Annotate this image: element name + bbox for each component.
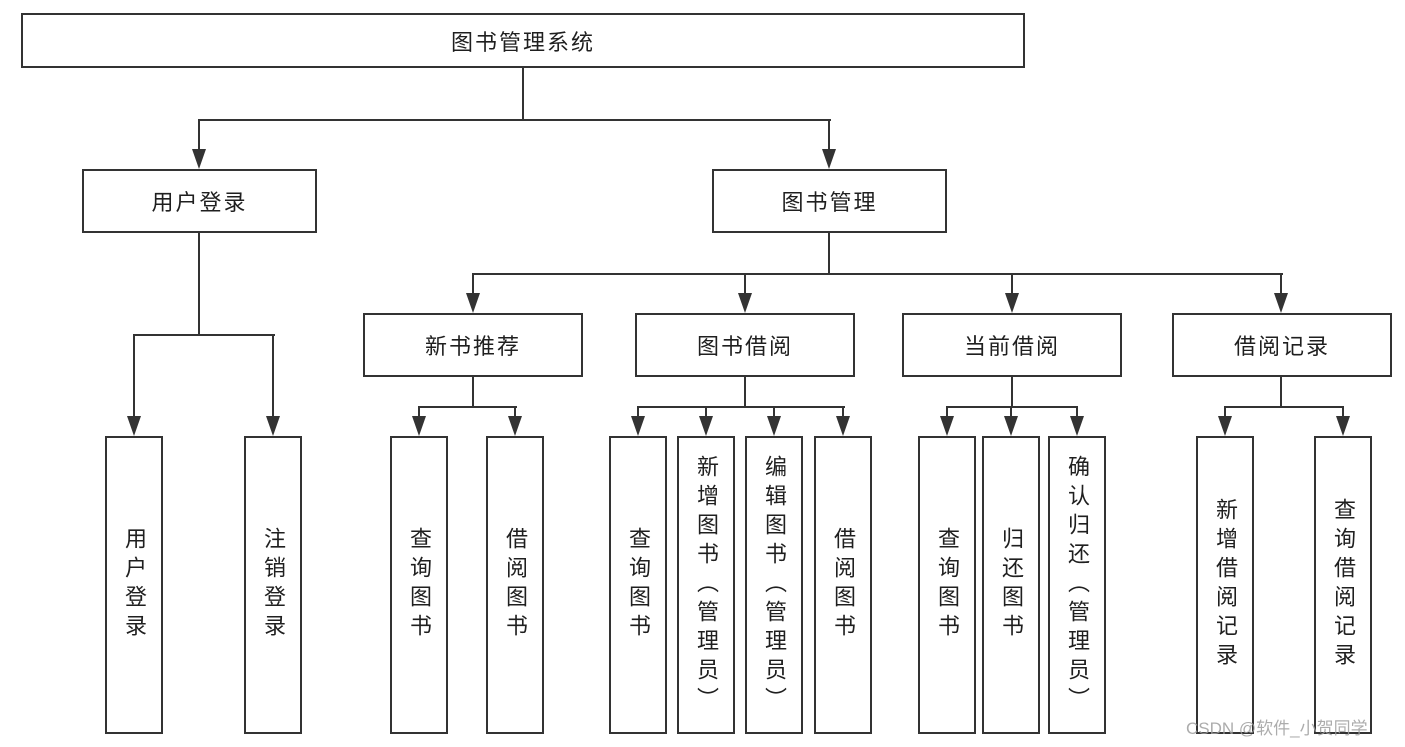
leaf-query-books-current: 查询图书	[918, 436, 976, 734]
connector-line	[133, 334, 135, 420]
connector-line	[637, 406, 639, 420]
arrow-down-icon	[466, 293, 480, 313]
arrow-down-icon	[699, 416, 713, 436]
connector-line	[272, 334, 274, 420]
leaf-borrow-books-borrowing: 借阅图书	[814, 436, 872, 734]
arrow-down-icon	[940, 416, 954, 436]
connector-line	[198, 119, 200, 151]
connector-line	[637, 406, 845, 408]
node-label: 当前借阅	[963, 334, 1060, 359]
connector-line	[773, 406, 775, 420]
node-label: 新书推荐	[424, 334, 521, 359]
connector-line	[744, 273, 746, 297]
leaf-label: 新增图书（管理员）	[694, 454, 719, 716]
node-current-borrowing: 当前借阅	[902, 313, 1122, 377]
connector-line	[472, 273, 474, 297]
connector-line	[472, 273, 1283, 275]
connector-line	[744, 377, 746, 408]
arrow-down-icon	[1274, 293, 1288, 313]
connector-line	[1224, 406, 1226, 420]
connector-line	[1010, 406, 1012, 420]
connector-line	[1280, 377, 1282, 408]
arrow-down-icon	[1218, 416, 1232, 436]
connector-line	[418, 406, 420, 420]
arrow-down-icon	[1070, 416, 1084, 436]
connector-line	[946, 406, 1078, 408]
node-borrowing-records: 借阅记录	[1172, 313, 1392, 377]
leaf-add-books-admin: 新增图书（管理员）	[677, 436, 735, 734]
node-label: 图书管理系统	[450, 29, 595, 55]
connector-line	[198, 119, 831, 121]
arrow-down-icon	[192, 149, 206, 169]
connector-line	[842, 406, 844, 420]
leaf-return-books: 归还图书	[982, 436, 1040, 734]
connector-line	[946, 406, 948, 420]
node-label: 用户登录	[151, 190, 248, 215]
connector-line	[522, 68, 524, 121]
connector-line	[418, 406, 517, 408]
node-user-login: 用户登录	[82, 169, 317, 233]
node-book-borrowing: 图书借阅	[635, 313, 855, 377]
leaf-label: 借阅图书	[831, 527, 856, 643]
leaf-borrow-books-recommend: 借阅图书	[486, 436, 544, 734]
leaf-query-books-borrowing: 查询图书	[609, 436, 667, 734]
leaf-label: 用户登录	[122, 527, 147, 643]
connector-line	[198, 233, 200, 336]
connector-line	[828, 119, 830, 151]
connector-line	[1076, 406, 1078, 420]
leaf-add-borrow-record: 新增借阅记录	[1196, 436, 1254, 734]
arrow-down-icon	[1336, 416, 1350, 436]
leaf-label: 注销登录	[261, 527, 286, 643]
connector-line	[705, 406, 707, 420]
leaf-label: 查询借阅记录	[1331, 498, 1356, 672]
connector-line	[1011, 273, 1013, 297]
leaf-label: 确认归还（管理员）	[1065, 454, 1090, 716]
leaf-edit-books-admin: 编辑图书（管理员）	[745, 436, 803, 734]
leaf-label: 查询图书	[935, 527, 960, 643]
connector-line	[472, 377, 474, 408]
connector-line	[828, 233, 830, 275]
arrow-down-icon	[767, 416, 781, 436]
leaf-logout-login: 注销登录	[244, 436, 302, 734]
connector-line	[1224, 406, 1344, 408]
node-book-management: 图书管理	[712, 169, 947, 233]
arrow-down-icon	[1004, 416, 1018, 436]
watermark-text: CSDN @软件_小贺同学	[1186, 719, 1368, 738]
leaf-label: 新增借阅记录	[1213, 498, 1238, 672]
leaf-query-books-recommend: 查询图书	[390, 436, 448, 734]
connector-line	[1342, 406, 1344, 420]
arrow-down-icon	[127, 416, 141, 436]
arrow-down-icon	[508, 416, 522, 436]
leaf-user-login: 用户登录	[105, 436, 163, 734]
leaf-label: 借阅图书	[503, 527, 528, 643]
connector-line	[514, 406, 516, 420]
leaf-label: 编辑图书（管理员）	[762, 454, 787, 716]
connector-line	[1011, 377, 1013, 408]
arrow-down-icon	[836, 416, 850, 436]
leaf-label: 查询图书	[626, 527, 651, 643]
arrow-down-icon	[412, 416, 426, 436]
node-new-book-recommendation: 新书推荐	[363, 313, 583, 377]
leaf-label: 查询图书	[407, 527, 432, 643]
leaf-query-borrow-record: 查询借阅记录	[1314, 436, 1372, 734]
connector-line	[133, 334, 275, 336]
arrow-down-icon	[266, 416, 280, 436]
connector-line	[1280, 273, 1282, 297]
arrow-down-icon	[631, 416, 645, 436]
node-library-management-system: 图书管理系统	[21, 13, 1025, 68]
leaf-label: 归还图书	[999, 527, 1024, 643]
node-label: 图书借阅	[696, 334, 793, 359]
arrow-down-icon	[822, 149, 836, 169]
node-label: 借阅记录	[1233, 334, 1330, 359]
arrow-down-icon	[1005, 293, 1019, 313]
arrow-down-icon	[738, 293, 752, 313]
leaf-confirm-return-admin: 确认归还（管理员）	[1048, 436, 1106, 734]
node-label: 图书管理	[781, 190, 878, 215]
